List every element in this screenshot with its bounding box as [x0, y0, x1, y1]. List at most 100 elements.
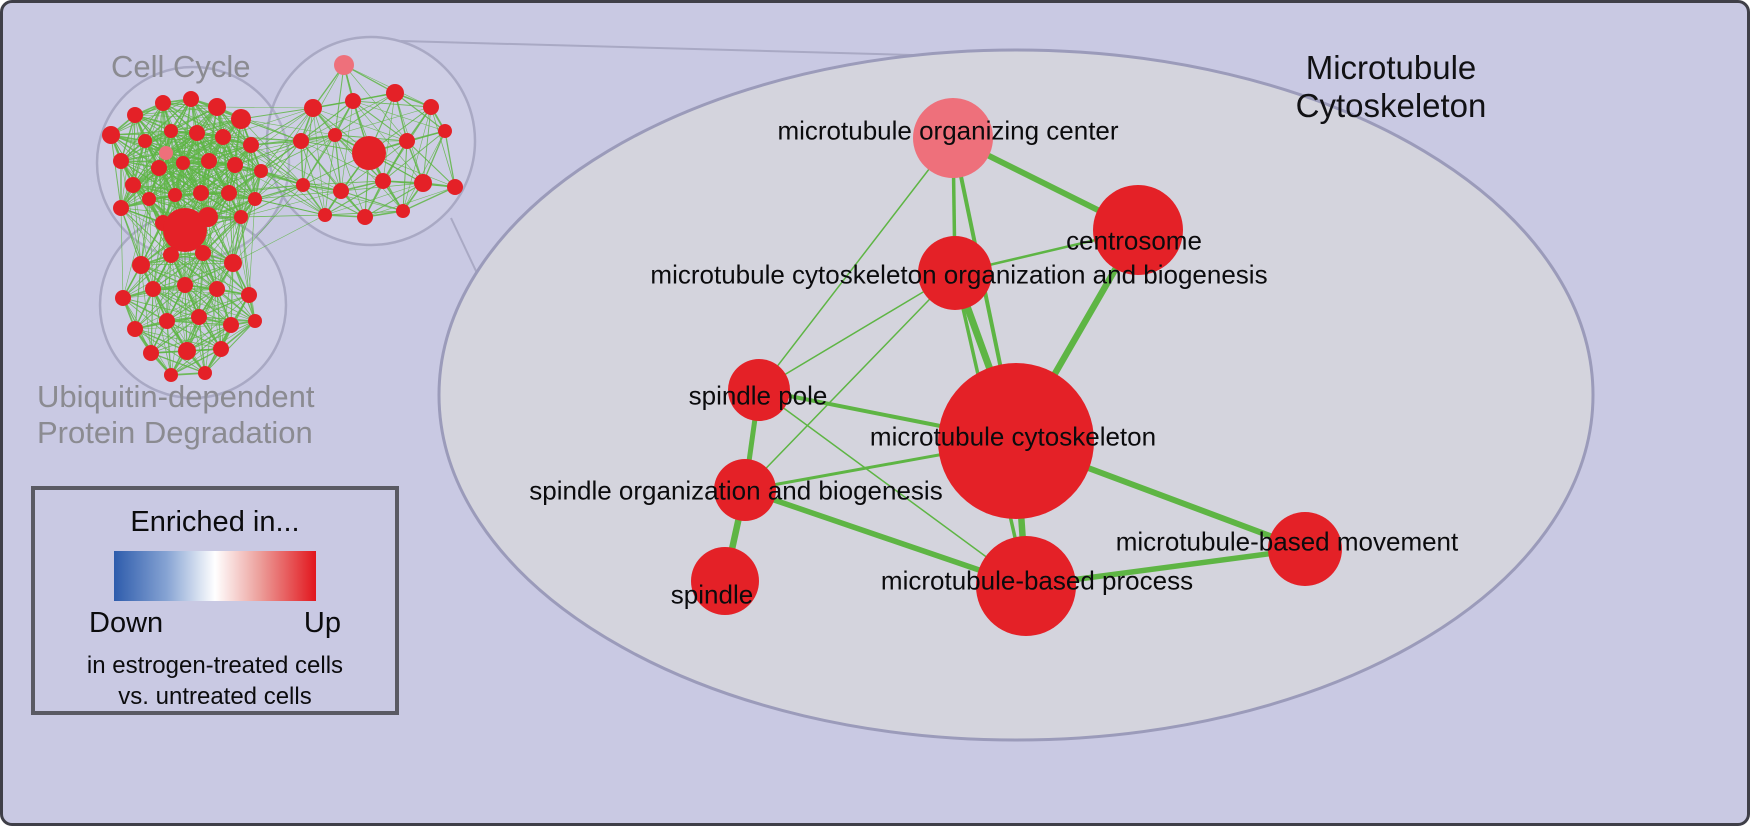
- overview-node: [115, 290, 131, 306]
- overview-node: [293, 133, 309, 149]
- overview-node: [334, 55, 354, 75]
- overview-edge: [234, 140, 302, 166]
- overview-node: [193, 185, 209, 201]
- overview-edge: [250, 144, 342, 192]
- overview-edge: [232, 184, 304, 264]
- overview-edge: [300, 64, 345, 142]
- overview-edge: [200, 192, 234, 264]
- overview-edge: [110, 98, 192, 136]
- overview-node: [163, 208, 207, 252]
- overview-edge: [140, 198, 150, 266]
- node-mcob: [918, 236, 992, 310]
- overview-edge: [120, 207, 186, 286]
- overview-edge: [122, 254, 172, 299]
- overview-edge: [134, 328, 206, 374]
- overview-edge: [148, 164, 236, 200]
- overview-edge: [170, 130, 262, 172]
- overview-node: [127, 321, 143, 337]
- overview-edge: [144, 98, 192, 142]
- overview-edge: [120, 162, 184, 209]
- overview-edge: [152, 288, 232, 326]
- overview-edge: [300, 140, 384, 182]
- overview-edge: [254, 184, 304, 200]
- overview-node: [159, 313, 175, 329]
- overview-edge: [134, 252, 204, 330]
- legend-caption-line1: in estrogen-treated cells: [86, 652, 344, 679]
- overview-edge: [120, 140, 146, 209]
- overview-edge: [312, 107, 342, 192]
- overview-edge: [234, 164, 326, 216]
- overview-edge: [232, 198, 256, 264]
- node-mc: [938, 363, 1094, 519]
- overview-edge: [202, 252, 256, 322]
- legend-box: Enriched in... Down Up in estrogen-treat…: [31, 486, 399, 715]
- overview-edge: [132, 184, 172, 256]
- edge-mcob-spindle_pole: [758, 272, 956, 391]
- overview-edge: [422, 130, 446, 184]
- overview-node: [177, 277, 193, 293]
- overview-node: [145, 281, 161, 297]
- overview-node: [102, 126, 120, 144]
- node-mbp: [976, 536, 1076, 636]
- overview-node: [191, 309, 207, 325]
- overview-edge: [162, 222, 168, 322]
- overview-edge: [232, 164, 236, 264]
- overview-edge: [158, 167, 164, 224]
- node-label-mbm: microtubule-based movement: [1115, 526, 1459, 557]
- overview-edge: [334, 106, 432, 136]
- overview-edge: [120, 160, 142, 266]
- overview-edge: [334, 92, 396, 136]
- overview-edge: [254, 107, 314, 200]
- overview-edge: [152, 222, 164, 290]
- overview-node: [178, 342, 196, 360]
- overview-node: [375, 173, 391, 189]
- overview-edge: [120, 160, 210, 209]
- overview-edge: [174, 164, 236, 196]
- node-label-spindle: spindle: [670, 579, 754, 610]
- node-centrosome: [1093, 185, 1183, 275]
- overview-edge: [444, 130, 456, 188]
- overview-node: [143, 345, 159, 361]
- overview-node: [189, 125, 205, 141]
- overview-edge: [240, 216, 250, 296]
- overview-edge: [402, 186, 456, 212]
- legend-down-label: Down: [89, 607, 164, 639]
- overview-node: [357, 209, 373, 225]
- overview-node: [254, 164, 268, 178]
- overview-edge: [382, 92, 396, 182]
- overview-edge: [110, 134, 122, 209]
- overview-node: [328, 128, 342, 142]
- overview-node: [127, 107, 143, 123]
- overview-edge: [170, 254, 250, 296]
- overview-node: [243, 137, 259, 153]
- overview-edge: [132, 130, 172, 186]
- overview-node: [318, 208, 332, 222]
- overview-node: [142, 192, 156, 206]
- overview-edge: [430, 106, 456, 188]
- overview-edge: [324, 134, 336, 216]
- overview-edge: [120, 207, 142, 266]
- overview-node: [296, 178, 310, 192]
- overview-edge: [134, 284, 186, 330]
- overview-edge: [343, 64, 432, 108]
- overview-edge: [166, 320, 222, 350]
- overview-edge: [228, 184, 304, 194]
- overview-edge: [165, 144, 252, 154]
- overview-edge: [165, 136, 224, 154]
- node-spindle_pole: [728, 359, 790, 421]
- overview-edge: [207, 136, 224, 218]
- overview-edge: [182, 162, 230, 194]
- overview-edge: [150, 324, 232, 354]
- overview-edge: [170, 284, 186, 376]
- overview-edge: [174, 194, 256, 200]
- overview-node: [447, 179, 463, 195]
- overview-node: [151, 160, 167, 176]
- overview-edge: [234, 107, 314, 166]
- overview-edge: [240, 107, 314, 120]
- overview-edge: [120, 130, 172, 209]
- overview-edge: [352, 100, 408, 142]
- overview-edge: [122, 252, 204, 299]
- overview-node: [213, 341, 229, 357]
- overview-edge: [186, 294, 250, 352]
